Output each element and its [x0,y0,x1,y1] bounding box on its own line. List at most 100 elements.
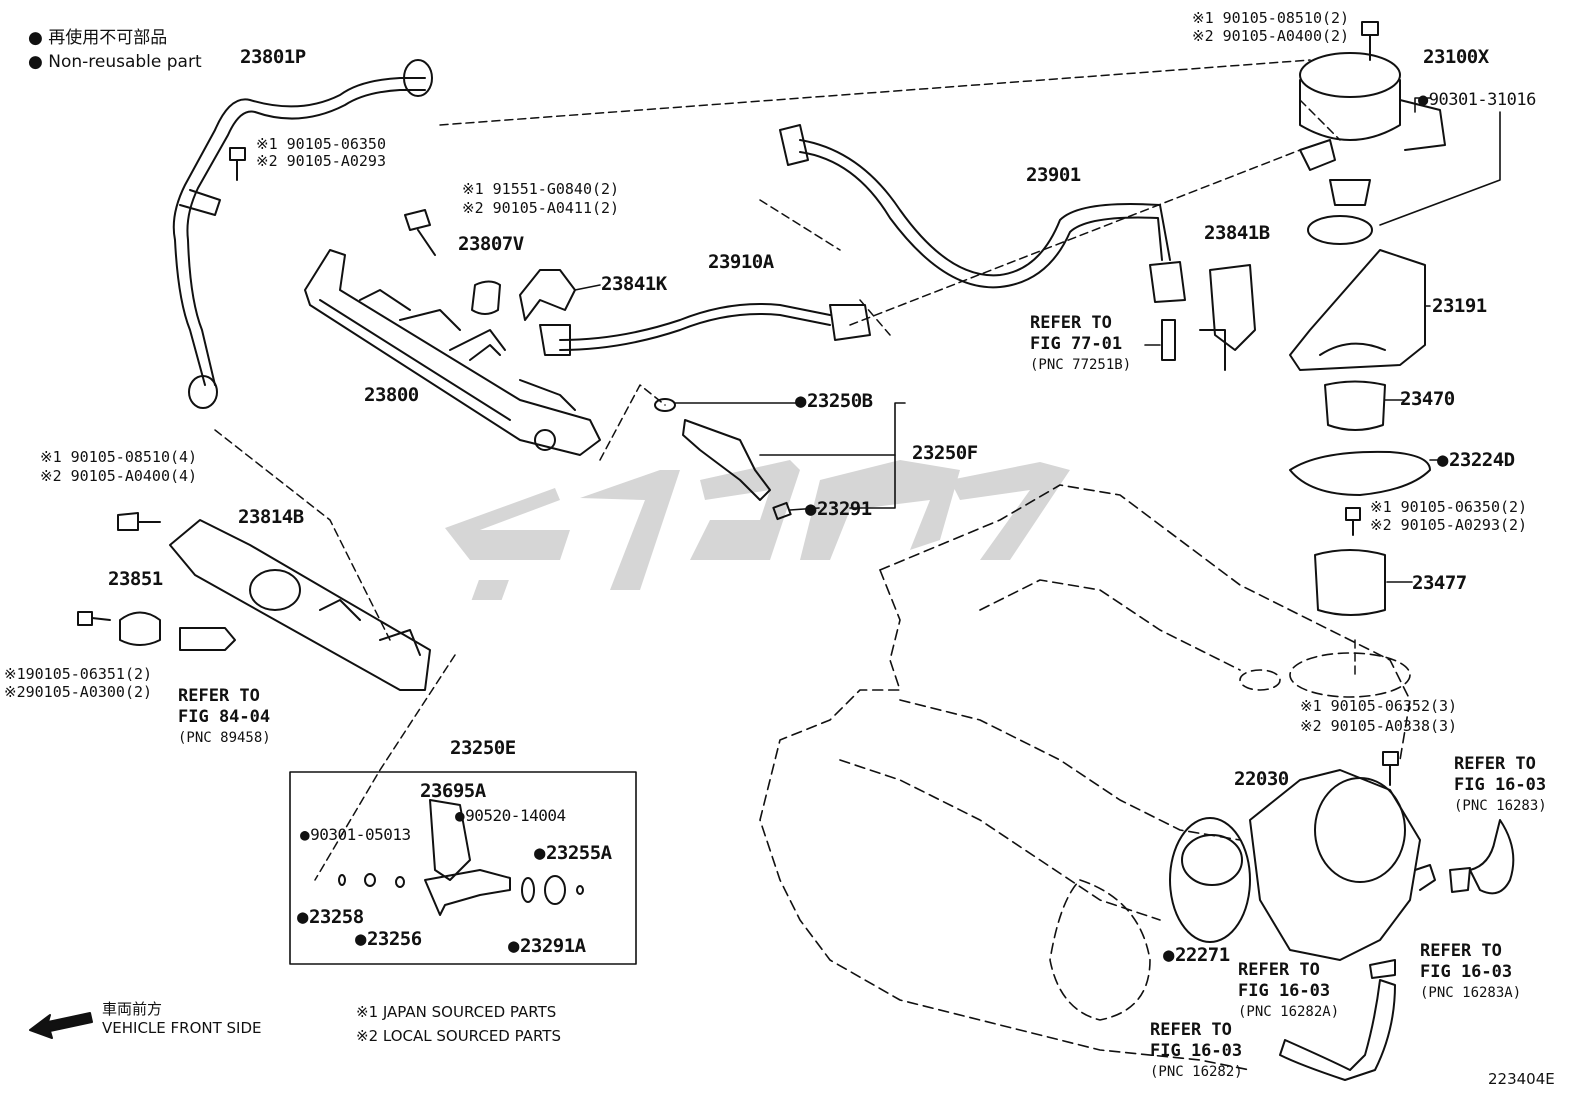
bolt-icons [77,21,1399,786]
gasket-23851 [119,611,161,646]
part-23801P[interactable]: 23801P [240,46,306,68]
hose-16283A [1449,867,1471,893]
injector-23250F [654,398,792,521]
refer-16283-line2: FIG 16-03 [1454,775,1547,795]
clamp-23841B [1199,264,1256,371]
gasket-23224D [1289,450,1431,496]
part-23901[interactable]: 23901 [1026,164,1081,186]
bolt-pipe-1[interactable]: ※1 90105-06350 [256,135,386,153]
part-23470[interactable]: 23470 [1400,388,1455,410]
part-23814B[interactable]: 23814B [238,506,304,528]
bolt-lp-rail-2[interactable]: ※2 90105-A0400(4) [40,467,198,485]
bolt-bracket-1[interactable]: ※1 90105-06350(2) [1370,498,1528,516]
bolt-pipe-2[interactable]: ※2 90105-A0293 [256,152,386,170]
part-23477[interactable]: 23477 [1412,572,1467,594]
part-23250B[interactable]: 23250B [795,392,873,411]
fuel-rail-23800 [304,249,601,456]
engine-outline [759,484,1411,1071]
bolt-sensor-1[interactable]: ※190105-06351(2) [4,665,153,683]
refer-16282-line1: REFER TO [1150,1020,1232,1040]
gasket-22271 [1169,817,1251,943]
oring-23100X [1307,215,1373,245]
pump-23100X [1299,52,1446,206]
part-90520-14004[interactable]: 90520-14004 [455,808,566,824]
bolt-pump-1[interactable]: ※1 90105-08510(2) [1192,9,1350,27]
injector-kit-parts [338,799,584,916]
refer-fig-16-03-16283A[interactable]: REFER TO FIG 16-03 (PNC 16283A) [1420,941,1521,1004]
refer-16283A-line2: FIG 16-03 [1420,962,1513,982]
legend-non-reusable-en: ● Non-reusable part [28,52,202,72]
part-22030[interactable]: 22030 [1234,768,1289,790]
bolt-rail-1[interactable]: ※1 91551-G0840(2) [462,180,620,198]
refer-84-line3: (PNC 89458) [178,730,271,746]
refer-16282A-line2: FIG 16-03 [1238,981,1331,1001]
refer-84-line1: REFER TO [178,686,260,706]
refer-16283-line1: REFER TO [1454,754,1536,774]
insulator-23470 [1324,380,1386,431]
throttle-body-22030 [1249,769,1436,961]
front-arrow-icon [29,1012,93,1039]
bolt-lp-rail-1[interactable]: ※1 90105-08510(4) [40,448,198,466]
refer-fig-16-03-16283[interactable]: REFER TO FIG 16-03 (PNC 16283) [1454,754,1547,817]
refer-77-line3: (PNC 77251B) [1030,357,1132,373]
part-22271[interactable]: 22271 [1163,946,1230,965]
note-local-sourced: ※2 LOCAL SOURCED PARTS [356,1027,561,1045]
sensor-89458 [179,627,236,651]
hose-16283 [1469,819,1515,895]
note-japan-sourced: ※1 JAPAN SOURCED PARTS [356,1003,557,1021]
bracket-23191 [1289,249,1426,371]
bolt-sensor-2[interactable]: ※290105-A0300(2) [4,683,153,701]
part-23250E[interactable]: 23250E [450,737,516,759]
watermark-logo [445,460,1070,600]
part-23851[interactable]: 23851 [108,568,163,590]
part-23258[interactable]: 23258 [297,908,364,927]
refer-16282A-line1: REFER TO [1238,960,1320,980]
refer-16283-line3: (PNC 16283) [1454,798,1547,814]
hose-16282A [1369,959,1396,979]
part-23291[interactable]: 23291 [805,500,872,519]
part-23191[interactable]: 23191 [1432,295,1487,317]
refer-fig-77-01[interactable]: REFER TO FIG 77-01 (PNC 77251B) [1030,313,1131,376]
injector-kit-box [289,771,637,965]
refer-16282A-line3: (PNC 16282A) [1238,1004,1340,1020]
refer-16283A-line3: (PNC 16283A) [1420,985,1522,1001]
refer-16282-line3: (PNC 16282) [1150,1064,1243,1080]
refer-fig-16-03-16282A[interactable]: REFER TO FIG 16-03 (PNC 16282A) [1238,960,1339,1023]
dashed-guides [214,59,1356,881]
part-23224D[interactable]: 23224D [1437,451,1515,470]
refer-fig-16-03-16282[interactable]: REFER TO FIG 16-03 (PNC 16282) [1150,1020,1243,1083]
refer-77-line1: REFER TO [1030,313,1112,333]
refer-16283A-line1: REFER TO [1420,941,1502,961]
part-23807V[interactable]: 23807V [458,233,524,255]
refer-77-line2: FIG 77-01 [1030,334,1123,354]
bolt-throttle-2[interactable]: ※2 90105-A0338(3) [1300,717,1458,735]
part-23250F[interactable]: 23250F [912,442,978,464]
part-23256[interactable]: 23256 [355,930,422,949]
bolt-throttle-1[interactable]: ※1 90105-06352(3) [1300,697,1458,715]
part-23255A[interactable]: 23255A [534,844,612,863]
refer-fig-84-04[interactable]: REFER TO FIG 84-04 (PNC 89458) [178,686,271,749]
part-23291A[interactable]: 23291A [508,937,586,956]
bolt-bracket-2[interactable]: ※2 90105-A0293(2) [1370,516,1528,534]
part-23841B[interactable]: 23841B [1204,222,1270,244]
bolt-pump-2[interactable]: ※2 90105-A0400(2) [1192,27,1350,45]
part-90301-31016[interactable]: 90301-31016 [1418,92,1537,109]
part-23800[interactable]: 23800 [364,384,419,406]
lp-rail-23814B [169,519,431,691]
part-23910A[interactable]: 23910A [708,251,774,273]
hose-23910A [539,303,871,356]
collar-23807V [471,280,501,315]
part-23695A[interactable]: 23695A [420,780,486,802]
legend-non-reusable-jp: ● 再使用不可部品 [28,28,168,48]
refer-16282-line2: FIG 16-03 [1150,1041,1243,1061]
lifter-23477 [1314,549,1386,616]
part-23841K[interactable]: 23841K [601,273,667,295]
hose-23901 [779,124,1186,303]
bolt-rail-2[interactable]: ※2 90105-A0411(2) [462,199,620,217]
part-23100X[interactable]: 23100X [1423,46,1489,68]
part-90301-05013[interactable]: 90301-05013 [300,827,411,843]
hose-16282 [1279,979,1396,1081]
figure-id: 223404E [1488,1070,1555,1088]
